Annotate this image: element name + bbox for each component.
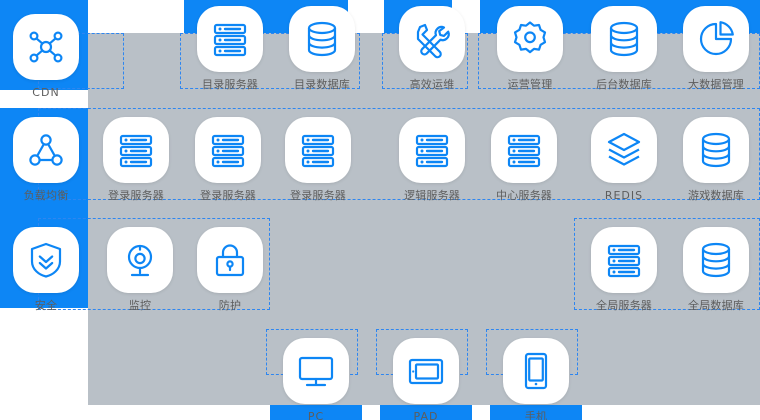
node-label: 运营管理 [507,78,553,91]
node-monitor[interactable]: 监控 [94,227,186,312]
node-label: 负载均衡 [23,189,69,202]
node-label: 监控 [128,299,152,312]
desktop-monitor-icon[interactable] [283,338,349,404]
node-label: 安全 [34,299,58,312]
node-ops-management[interactable]: 运营管理 [484,6,576,91]
database-cylinder-icon[interactable] [289,6,355,72]
server-rack-icon[interactable] [285,117,351,183]
tools-wrench-icon[interactable] [399,6,465,72]
node-client-pc[interactable]: PC [270,338,362,420]
node-label: CDN [32,86,60,99]
camera-monitor-icon[interactable] [107,227,173,293]
node-cdn[interactable]: CDN [0,14,92,99]
node-center-server[interactable]: 中心服务器 [478,117,570,202]
smartphone-icon[interactable] [503,338,569,404]
pie-chart-icon[interactable] [683,6,749,72]
layers-stack-icon[interactable] [591,117,657,183]
node-label: 中心服务器 [496,189,552,202]
node-dir-server[interactable]: 目录服务器 [184,6,276,91]
database-cylinder-icon[interactable] [591,6,657,72]
node-label: 游戏数据库 [688,189,744,202]
load-balancer-icon[interactable] [13,117,79,183]
node-logic-server[interactable]: 逻辑服务器 [386,117,478,202]
node-dir-database[interactable]: 目录数据库 [276,6,368,91]
node-label: 后台数据库 [596,78,652,91]
node-login-server-2[interactable]: 登录服务器 [182,117,274,202]
database-cylinder-icon[interactable] [683,227,749,293]
node-load-balance[interactable]: 负载均衡 [0,117,92,202]
node-global-db[interactable]: 全局数据库 [670,227,760,312]
node-backend-db[interactable]: 后台数据库 [578,6,670,91]
node-ops-efficient[interactable]: 高效运维 [386,6,478,91]
node-login-server-1[interactable]: 登录服务器 [90,117,182,202]
node-label: 手机 [524,410,548,420]
node-label: 目录服务器 [202,78,258,91]
node-label: 全局服务器 [596,299,652,312]
node-security[interactable]: 安全 [0,227,92,312]
tablet-icon[interactable] [393,338,459,404]
server-rack-icon[interactable] [195,117,261,183]
server-rack-icon[interactable] [591,227,657,293]
server-rack-icon[interactable] [399,117,465,183]
node-label: 大数据管理 [688,78,744,91]
server-rack-icon[interactable] [491,117,557,183]
node-global-server[interactable]: 全局服务器 [578,227,670,312]
cdn-network-icon[interactable] [13,14,79,80]
node-login-server-3[interactable]: 登录服务器 [272,117,364,202]
node-label: 登录服务器 [200,189,256,202]
node-label: REDIS [604,189,644,202]
node-label: 高效运维 [409,78,455,91]
node-client-mobile[interactable]: 手机 [490,338,582,420]
server-rack-icon[interactable] [103,117,169,183]
node-game-database[interactable]: 游戏数据库 [670,117,760,202]
node-redis[interactable]: REDIS [578,117,670,202]
node-label: PAD [413,410,439,420]
node-label: 目录数据库 [294,78,350,91]
server-rack-icon[interactable] [197,6,263,72]
node-label: PC [307,410,325,420]
node-label: 防护 [218,299,242,312]
database-cylinder-icon[interactable] [683,117,749,183]
node-label: 全局数据库 [688,299,744,312]
node-client-pad[interactable]: PAD [380,338,472,420]
gear-settings-icon[interactable] [497,6,563,72]
node-label: 登录服务器 [290,189,346,202]
node-label: 逻辑服务器 [404,189,460,202]
node-label: 登录服务器 [108,189,164,202]
node-protection[interactable]: 防护 [184,227,276,312]
shield-icon[interactable] [13,227,79,293]
node-bigdata-mgmt[interactable]: 大数据管理 [670,6,760,91]
lock-icon[interactable] [197,227,263,293]
group-outline-directory [180,33,360,89]
